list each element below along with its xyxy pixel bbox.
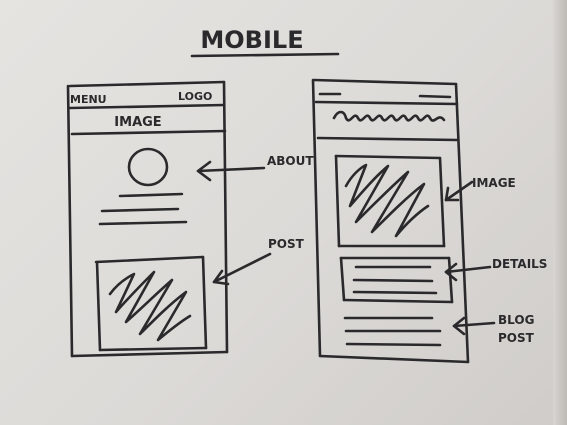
right-frame-right (454, 82, 470, 364)
right-phone-wireframe (311, 78, 470, 364)
details-annotation: DETAILS (492, 257, 547, 271)
blog-post-arrow-head (452, 316, 466, 336)
right-header-divider (316, 136, 460, 142)
blog-post-arrow-line (452, 321, 496, 328)
left-banner-divider (70, 129, 227, 136)
right-frame-top (312, 78, 458, 86)
about-avatar-circle (127, 147, 169, 187)
right-image-box-right (438, 156, 446, 248)
right-image-scribble (344, 163, 430, 238)
post-arrow-head (212, 269, 230, 286)
right-frame-bottom (318, 354, 470, 364)
about-annotation: ABOUT (267, 154, 314, 168)
left-frame-right (222, 80, 229, 354)
details-text-line (352, 278, 434, 283)
blog-post-text-line (345, 342, 442, 347)
post-annotation: POST (268, 237, 305, 251)
blog-annotation-line2: POST (498, 331, 535, 345)
post-image-scribble (108, 270, 192, 342)
title-underline (190, 52, 340, 58)
right-nav-divider (314, 100, 459, 106)
about-text-line (98, 220, 188, 226)
details-arrow-line (444, 265, 492, 274)
about-arrow-line (196, 166, 266, 173)
right-image-box-left (334, 154, 341, 248)
menu-label: MENU (70, 93, 107, 106)
page-title: MOBILE (200, 26, 303, 54)
details-box-left (339, 256, 346, 302)
right-frame-left (311, 78, 322, 358)
left-nav-divider (68, 103, 226, 110)
right-image-box-top (334, 154, 442, 160)
image-arrow-head (444, 186, 460, 202)
details-text-line (352, 290, 438, 295)
image-annotation: IMAGE (472, 176, 516, 190)
left-frame-left (66, 84, 74, 358)
post-box-left (95, 260, 102, 352)
right-header-scribble (332, 110, 446, 122)
about-text-line (118, 192, 184, 198)
right-nav-mark (418, 94, 452, 99)
left-frame-top (68, 80, 226, 88)
logo-label: LOGO (178, 90, 212, 103)
post-arrow-line (212, 252, 272, 284)
blog-annotation-line1: BLOG (498, 313, 534, 327)
details-box-bottom (342, 298, 454, 304)
paper-edge (553, 0, 567, 425)
about-text-line (100, 207, 180, 213)
left-frame-bottom (70, 350, 229, 358)
details-arrow-head (444, 262, 458, 282)
image-arrow-line (444, 180, 474, 202)
about-arrow-head (196, 160, 212, 182)
left-phone-wireframe: MENU LOGO IMAGE (66, 80, 229, 358)
post-box-top (94, 255, 205, 264)
post-box-bottom (98, 346, 208, 352)
post-box-right (201, 255, 208, 350)
details-box-right (447, 256, 454, 304)
banner-image-label: IMAGE (114, 115, 161, 130)
